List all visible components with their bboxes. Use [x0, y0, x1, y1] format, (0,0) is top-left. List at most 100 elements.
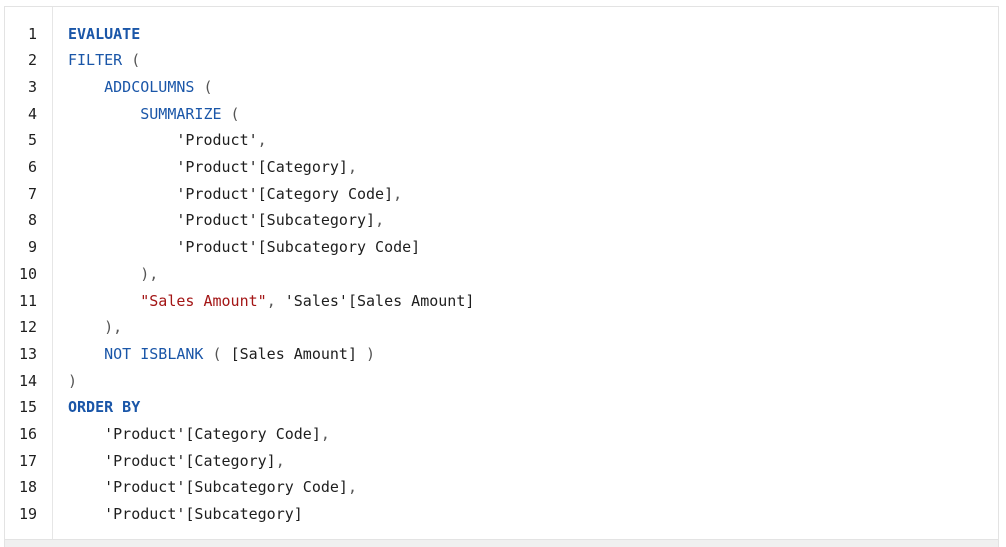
code-token: NOT ISBLANK [104, 344, 204, 363]
line-number: 11 [18, 291, 37, 310]
code-line: 6 'Product'[Category], [5, 154, 995, 181]
indent [68, 505, 104, 523]
indent [68, 105, 140, 123]
code-token: EVALUATE [68, 24, 141, 43]
code-line: 4 SUMMARIZE ( [5, 101, 995, 128]
indent [68, 318, 104, 336]
code-line: 12 ), [5, 314, 995, 341]
code-token: 'Product'[Subcategory Code] [104, 478, 348, 497]
code-line: 14) [5, 368, 995, 395]
code-token: , [275, 451, 285, 470]
code-token: ) [68, 371, 78, 390]
line-number: 8 [27, 211, 37, 230]
line-number: 17 [18, 451, 37, 470]
code-text: 'Product'[Category], [68, 448, 285, 475]
indent [68, 238, 176, 256]
line-number: 16 [18, 425, 37, 443]
code-text: ), [68, 261, 158, 288]
code-text: EVALUATE [68, 21, 140, 48]
code-token: ADDCOLUMNS [104, 77, 195, 96]
code-token: ORDER BY [68, 398, 141, 417]
code-token: ), [140, 264, 159, 283]
line-number: 13 [18, 344, 37, 363]
indent [68, 185, 176, 203]
horizontal-scrollbar[interactable] [4, 539, 999, 547]
code-token: "Sales Amount" [140, 291, 267, 310]
code-line: 16 'Product'[Category Code], [5, 421, 995, 448]
line-number: 3 [27, 77, 37, 96]
line-number: 9 [27, 238, 37, 257]
code-line: 18 'Product'[Subcategory Code], [5, 474, 995, 501]
code-token: , [257, 131, 267, 150]
code-token: 'Sales'[Sales Amount] [284, 291, 475, 310]
line-number: 12 [18, 318, 37, 337]
code-line: 2 FILTER ( [5, 47, 995, 74]
line-number: 1 [27, 24, 37, 43]
line-number: 7 [27, 184, 37, 203]
code-text: 'Product'[Category Code], [68, 181, 402, 208]
code-line: 7 'Product'[Category Code], [5, 181, 995, 208]
indent [68, 78, 104, 96]
code-text: FILTER ( [68, 47, 140, 74]
code-line: 9 'Product'[Subcategory Code] [5, 234, 995, 261]
code-token: FILTER [68, 51, 123, 70]
code-token: , [375, 211, 385, 230]
code-token: 'Product'[Subcategory] [176, 211, 376, 230]
code-text: ADDCOLUMNS ( [68, 74, 213, 101]
code-token: ( [194, 77, 213, 96]
code-text: NOT ISBLANK ( [Sales Amount] ) [68, 341, 375, 368]
code-line: 3 ADDCOLUMNS ( [5, 74, 995, 101]
line-number: 5 [27, 131, 37, 150]
code-token: , [320, 425, 330, 443]
code-text: "Sales Amount", 'Sales'[Sales Amount] [68, 288, 474, 315]
code-text: 'Product'[Category Code], [68, 421, 330, 448]
line-number: 19 [18, 505, 37, 524]
indent [68, 158, 176, 176]
code-line: 5 'Product', [5, 127, 995, 154]
line-number-gutter [5, 7, 53, 539]
code-token: [Sales Amount] [230, 344, 357, 363]
indent [68, 292, 140, 310]
indent [68, 265, 140, 283]
indent [68, 452, 104, 470]
code-token: SUMMARIZE [140, 104, 222, 123]
code-text: 'Product'[Subcategory Code], [68, 474, 357, 501]
code-token: , [347, 158, 357, 176]
line-number: 10 [18, 264, 37, 283]
line-number: 14 [18, 371, 37, 390]
indent [68, 478, 104, 496]
code-token: , [266, 291, 285, 310]
indent [68, 345, 104, 363]
code-token: ( [122, 51, 141, 70]
indent [68, 131, 176, 149]
code-line: 10 ), [5, 261, 995, 288]
indent [68, 211, 176, 229]
code-line: 11 "Sales Amount", 'Sales'[Sales Amount] [5, 288, 995, 315]
code-text: SUMMARIZE ( [68, 101, 240, 128]
code-line: 19 'Product'[Subcategory] [5, 501, 995, 528]
code-text: 'Product'[Subcategory Code] [68, 234, 420, 261]
code-token: ( [221, 104, 240, 123]
code-text: ), [68, 314, 122, 341]
code-token: 'Product'[Subcategory] [104, 505, 303, 524]
line-number: 2 [27, 51, 37, 70]
code-token: 'Product'[Category Code] [176, 184, 394, 203]
code-text: 'Product', [68, 127, 267, 154]
code-token: 'Product'[Category Code] [104, 425, 321, 443]
indent [68, 425, 104, 443]
code-line: 15 ORDER BY [5, 394, 995, 421]
line-number: 15 [18, 398, 37, 417]
code-text: 'Product'[Category], [68, 154, 357, 181]
code-text: ) [68, 368, 77, 395]
code-token: , [393, 184, 403, 203]
line-number: 6 [27, 158, 37, 176]
code-token: ), [104, 318, 123, 337]
line-number: 4 [27, 104, 37, 123]
code-text: 'Product'[Subcategory], [68, 207, 384, 234]
code-line: 17 'Product'[Category], [5, 448, 995, 475]
code-text: 'Product'[Subcategory] [68, 501, 303, 528]
code-token: 'Product'[Category] [104, 451, 276, 470]
code-line: 1 EVALUATE [5, 21, 995, 48]
code-token: 'Product' [176, 131, 258, 150]
